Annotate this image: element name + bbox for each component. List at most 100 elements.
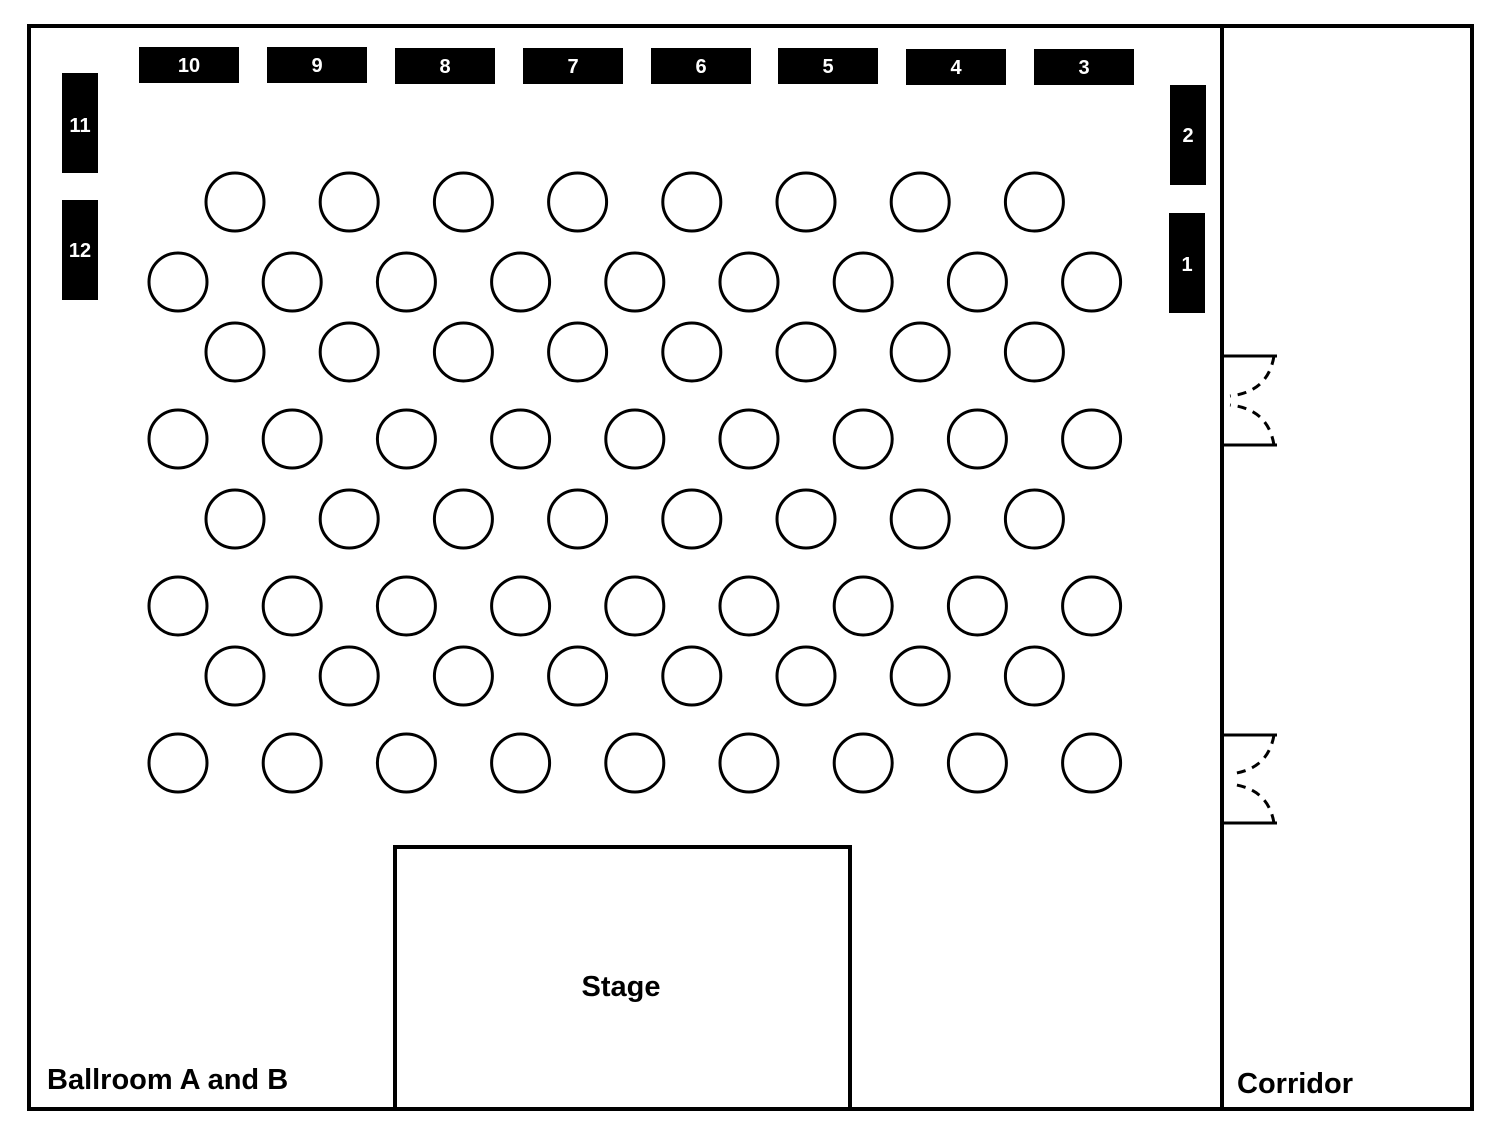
- round-table[interactable]: [604, 251, 666, 313]
- booth-label: 10: [178, 55, 200, 77]
- stage-label: Stage: [582, 971, 661, 1003]
- round-table[interactable]: [147, 408, 209, 470]
- booth-label: 11: [69, 115, 90, 137]
- booth-3[interactable]: 3: [1034, 49, 1134, 85]
- round-table[interactable]: [261, 575, 323, 637]
- booth-label: 5: [822, 56, 833, 78]
- round-table[interactable]: [604, 408, 666, 470]
- booth-10[interactable]: 10: [139, 47, 239, 83]
- round-table[interactable]: [375, 732, 437, 794]
- booth-2[interactable]: 2: [1170, 85, 1206, 185]
- round-table[interactable]: [832, 408, 894, 470]
- round-table[interactable]: [1003, 171, 1065, 233]
- round-table[interactable]: [147, 575, 209, 637]
- round-table[interactable]: [1003, 645, 1065, 707]
- round-table[interactable]: [204, 321, 266, 383]
- round-table[interactable]: [661, 488, 723, 550]
- round-table[interactable]: [1061, 408, 1123, 470]
- corridor-label: Corridor: [1237, 1068, 1353, 1100]
- door-upper[interactable]: [1222, 354, 1277, 447]
- round-table[interactable]: [204, 171, 266, 233]
- round-table[interactable]: [318, 171, 380, 233]
- booth-label: 7: [567, 56, 578, 78]
- round-table[interactable]: [718, 408, 780, 470]
- round-table[interactable]: [490, 575, 552, 637]
- booth-label: 9: [311, 55, 322, 77]
- round-table[interactable]: [946, 408, 1008, 470]
- round-table[interactable]: [718, 251, 780, 313]
- booth-label: 12: [69, 240, 91, 262]
- booth-9[interactable]: 9: [267, 47, 367, 83]
- round-table[interactable]: [718, 575, 780, 637]
- round-table[interactable]: [375, 408, 437, 470]
- booth-label: 2: [1182, 125, 1193, 147]
- booth-8[interactable]: 8: [395, 48, 495, 84]
- round-table[interactable]: [432, 645, 494, 707]
- round-table[interactable]: [946, 251, 1008, 313]
- booth-label: 3: [1078, 57, 1089, 79]
- booth-11[interactable]: 11: [62, 73, 98, 173]
- round-table[interactable]: [375, 251, 437, 313]
- round-table[interactable]: [1003, 321, 1065, 383]
- round-table[interactable]: [661, 645, 723, 707]
- round-table[interactable]: [490, 732, 552, 794]
- round-table[interactable]: [889, 645, 951, 707]
- round-table[interactable]: [490, 251, 552, 313]
- door-lower[interactable]: [1222, 733, 1277, 825]
- round-table[interactable]: [718, 732, 780, 794]
- booth-7[interactable]: 7: [523, 48, 623, 84]
- booth-6[interactable]: 6: [651, 48, 751, 84]
- round-table[interactable]: [261, 251, 323, 313]
- booth-label: 8: [439, 56, 450, 78]
- round-table[interactable]: [204, 645, 266, 707]
- round-table[interactable]: [490, 408, 552, 470]
- round-table[interactable]: [661, 321, 723, 383]
- round-table[interactable]: [147, 732, 209, 794]
- booth-label: 6: [695, 56, 706, 78]
- booths: 1 2 3 4 5 6 7 8: [62, 47, 1206, 313]
- round-table[interactable]: [261, 732, 323, 794]
- round-table[interactable]: [604, 732, 666, 794]
- round-table[interactable]: [775, 645, 837, 707]
- round-table[interactable]: [432, 171, 494, 233]
- round-table[interactable]: [204, 488, 266, 550]
- round-table[interactable]: [432, 488, 494, 550]
- round-table[interactable]: [604, 575, 666, 637]
- round-table[interactable]: [147, 251, 209, 313]
- round-table[interactable]: [889, 321, 951, 383]
- round-table[interactable]: [547, 488, 609, 550]
- ballroom-label: Ballroom A and B: [47, 1064, 288, 1096]
- round-table[interactable]: [261, 408, 323, 470]
- booth-1[interactable]: 1: [1169, 213, 1205, 313]
- round-table[interactable]: [432, 321, 494, 383]
- round-table[interactable]: [318, 321, 380, 383]
- booth-label: 1: [1181, 254, 1192, 276]
- round-table[interactable]: [889, 488, 951, 550]
- round-table[interactable]: [946, 575, 1008, 637]
- booth-4[interactable]: 4: [906, 49, 1006, 85]
- round-table[interactable]: [547, 171, 609, 233]
- round-table[interactable]: [547, 645, 609, 707]
- round-table[interactable]: [889, 171, 951, 233]
- round-table[interactable]: [775, 488, 837, 550]
- round-table[interactable]: [775, 171, 837, 233]
- round-table[interactable]: [318, 645, 380, 707]
- booth-label: 4: [950, 57, 962, 79]
- round-table[interactable]: [1061, 732, 1123, 794]
- round-table[interactable]: [946, 732, 1008, 794]
- round-table[interactable]: [832, 732, 894, 794]
- round-table[interactable]: [1061, 251, 1123, 313]
- round-table[interactable]: [775, 321, 837, 383]
- round-table[interactable]: [1003, 488, 1065, 550]
- stage[interactable]: Stage: [393, 845, 852, 1111]
- round-table[interactable]: [375, 575, 437, 637]
- round-table[interactable]: [1061, 575, 1123, 637]
- booth-12[interactable]: 12: [62, 200, 98, 300]
- round-table[interactable]: [832, 575, 894, 637]
- round-table[interactable]: [832, 251, 894, 313]
- round-table[interactable]: [661, 171, 723, 233]
- round-table[interactable]: [547, 321, 609, 383]
- round-table[interactable]: [318, 488, 380, 550]
- booth-5[interactable]: 5: [778, 48, 878, 84]
